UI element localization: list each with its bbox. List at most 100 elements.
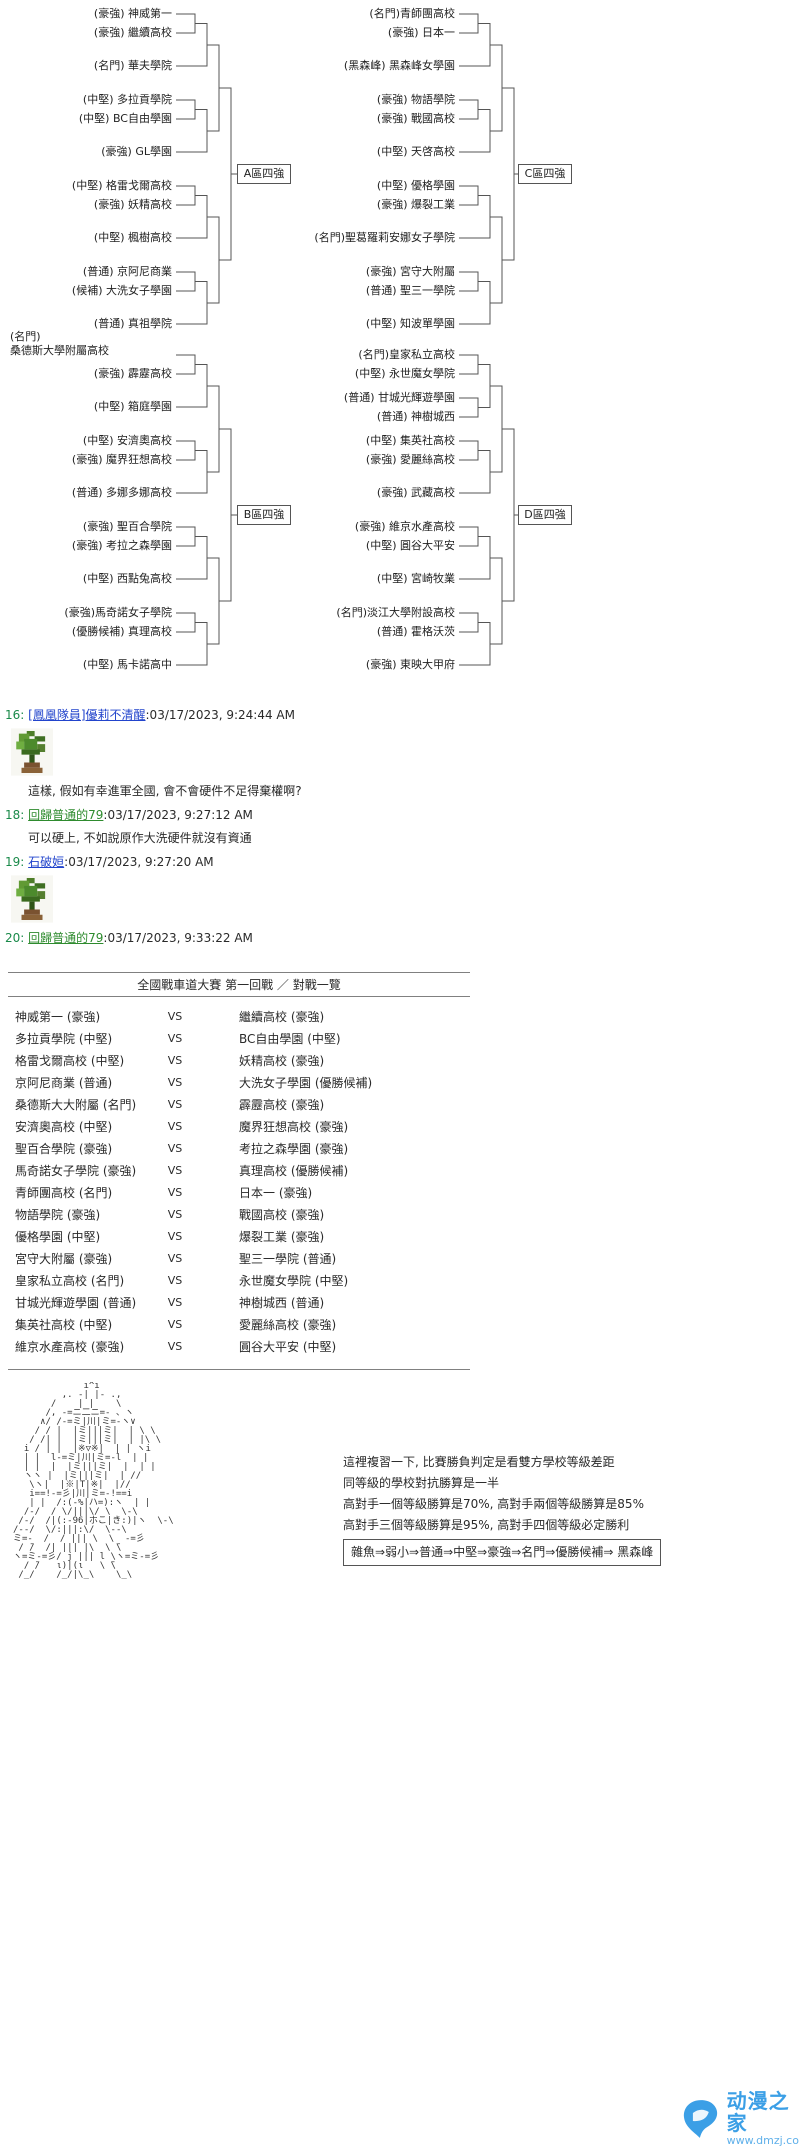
dmzj-watermark: 动漫之家 www.dmzj.com — [680, 2090, 800, 2147]
post-number: 19: — [5, 855, 25, 869]
match-left-team: 優格學園 (中堅) — [15, 1229, 101, 1244]
match-right-team: 真理高校 (優勝候補) — [239, 1163, 349, 1178]
vs-label: VS — [167, 1185, 183, 1199]
team-label: (中堅) 永世魔女學院 — [354, 367, 455, 380]
match-right-team: 永世魔女學院 (中堅) — [239, 1273, 349, 1288]
post-header: 16: [鳳凰隊員]優莉不清醒:03/17/2023, 9:24:44 AM — [5, 707, 800, 723]
vs-label: VS — [167, 1317, 183, 1331]
vs-label: VS — [167, 1339, 183, 1353]
match-left-team: 京阿尼商業 (普通) — [15, 1075, 113, 1090]
poster-avatar-image — [11, 875, 53, 923]
post-header: 20: 回歸普通的79:03/17/2023, 9:33:22 AM — [5, 930, 800, 946]
team-label: (豪強) 考拉之森學園 — [71, 539, 172, 552]
vs-label: VS — [167, 1141, 183, 1155]
team-label: (豪強) 神威第一 — [93, 7, 172, 20]
team-label: (普通) 多娜多娜高校 — [71, 486, 172, 499]
team-label: (普通) 神樹城西 — [376, 410, 455, 423]
post-timestamp: :03/17/2023, 9:33:22 AM — [103, 931, 253, 945]
match-left-team: 皇家私立高校 (名門) — [15, 1273, 125, 1288]
team-label: (名門)淡江大學附設高校 — [336, 606, 455, 619]
bracket-b-connectors — [176, 354, 237, 666]
bracket-d-connectors — [459, 354, 518, 666]
bracket-a-winner-box: A區四強 — [237, 164, 291, 184]
match-left-team: 聖百合學院 (豪強) — [15, 1141, 113, 1156]
post-timestamp: :03/17/2023, 9:24:44 AM — [145, 708, 295, 722]
match-left-team: 桑德斯大大附屬 (名門) — [15, 1097, 137, 1112]
post-author-link[interactable]: [鳳凰隊員]優莉不清醒 — [28, 708, 146, 722]
team-label: (豪強) 武藏高校 — [376, 486, 455, 499]
post-number: 16: — [5, 708, 25, 722]
note-line: 這裡複習一下, 比賽勝負判定是看雙方學校等級差距 — [343, 1455, 615, 1469]
posts-section: 16: [鳳凰隊員]優莉不清醒:03/17/2023, 9:24:44 AM 這… — [0, 692, 800, 1580]
team-label: (豪強) 妖精高校 — [93, 198, 172, 211]
ascii-art: i^i ,. -| |- ., / | | \ /, -=ニ二ニ=- 、ヽ ∧/… — [13, 1382, 174, 1580]
team-label: (名門)聖葛羅莉安娜女子學院 — [314, 231, 455, 244]
bracket-d-winner-box: D區四強 — [518, 505, 572, 525]
match-left-team: 多拉貢學院 (中堅) — [15, 1031, 113, 1046]
post-header: 19: 石破姮:03/17/2023, 9:27:20 AM — [5, 854, 800, 870]
vs-label: VS — [167, 1229, 183, 1243]
watermark-site-name: 动漫之家 — [726, 2089, 790, 2135]
match-right-team: 日本一 (豪強) — [239, 1185, 313, 1200]
post-author-link[interactable]: 回歸普通的79 — [28, 808, 104, 822]
match-right-team: 戰國高校 (豪強) — [239, 1207, 325, 1222]
watermark-text: 动漫之家 www.dmzj.com — [727, 2090, 800, 2147]
post-footer-section: i^i ,. -| |- ., / | | \ /, -=ニ二ニ=- 、ヽ ∧/… — [5, 1382, 800, 1580]
team-label: (中堅) 天啓高校 — [376, 145, 455, 158]
team-label: (中堅) 集英社高校 — [365, 434, 455, 447]
team-label: (普通) 聖三一學院 — [365, 284, 455, 297]
team-label: (中堅) 圓谷大平安 — [365, 539, 455, 552]
post-body: 這樣, 假如有幸進軍全國, 會不會硬件不足得棄權啊? — [28, 784, 302, 798]
note-line: 同等級的學校對抗勝算是一半 — [343, 1476, 500, 1490]
team-label: (豪強) 維京水產高校 — [354, 520, 455, 533]
match-right-team: 神樹城西 (普通) — [239, 1295, 325, 1310]
team-label: (候補) 大洗女子學園 — [71, 284, 172, 297]
team-label: (豪強) 繼續高校 — [93, 26, 172, 39]
bracket-a-connectors — [176, 13, 237, 325]
match-table-title: 全國戰車道大賽 第一回戰 ／ 對戰一覽 — [8, 972, 470, 997]
team-label: (豪強) 愛麗絲高校 — [365, 453, 455, 466]
vs-label: VS — [167, 1009, 183, 1023]
match-right-team: BC自由學園 (中堅) — [239, 1031, 341, 1046]
vs-label: VS — [167, 1163, 183, 1177]
team-label: (中堅) 西點兔高校 — [82, 572, 172, 585]
team-label: (中堅) 楓樹高校 — [93, 231, 172, 244]
post-author-link[interactable]: 石破姮 — [28, 855, 65, 869]
team-label: (中堅) 多拉貢學院 — [82, 93, 172, 106]
vs-label: VS — [167, 1053, 183, 1067]
vs-label: VS — [167, 1251, 183, 1265]
team-label: (普通) 甘城光輝遊學園 — [343, 391, 455, 404]
bracket-c-winner-box: C區四強 — [518, 164, 572, 184]
post-number: 18: — [5, 808, 25, 822]
team-label: (名門) 華夫學院 — [93, 59, 172, 72]
post-author-link[interactable]: 回歸普通的79 — [28, 931, 104, 945]
match-right-team: 愛麗絲高校 (豪強) — [239, 1317, 337, 1332]
team-label: (中堅) 箱庭學園 — [93, 400, 172, 413]
dmzj-logo-icon — [683, 2100, 718, 2138]
vs-label: VS — [167, 1295, 183, 1309]
vs-label: VS — [167, 1273, 183, 1287]
team-label: (豪強) 戰國高校 — [376, 112, 455, 125]
match-right-team: 聖三一學院 (普通) — [239, 1251, 337, 1266]
grade-ladder-box: 雜魚⇒弱小⇒普通⇒中堅⇒豪強⇒名門⇒優勝候補⇒ 黑森峰 — [343, 1539, 662, 1566]
tournament-brackets: (豪強) 神威第一 (豪強) 繼續高校 (名門) 華夫學院 (中堅) 多拉貢學院… — [0, 0, 800, 692]
rules-notes: 這裡複習一下, 比賽勝負判定是看雙方學校等級差距 同等級的學校對抗勝算是一半 高… — [343, 1452, 662, 1580]
team-label: (豪強) 東映大甲府 — [365, 658, 455, 671]
team-label: (普通) 京阿尼商業 — [82, 265, 172, 278]
post-header: 18: 回歸普通的79:03/17/2023, 9:27:12 AM — [5, 807, 800, 823]
match-right-team: 魔界狂想高校 (豪強) — [239, 1119, 349, 1134]
match-left-team: 格雷戈爾高校 (中堅) — [15, 1053, 125, 1068]
